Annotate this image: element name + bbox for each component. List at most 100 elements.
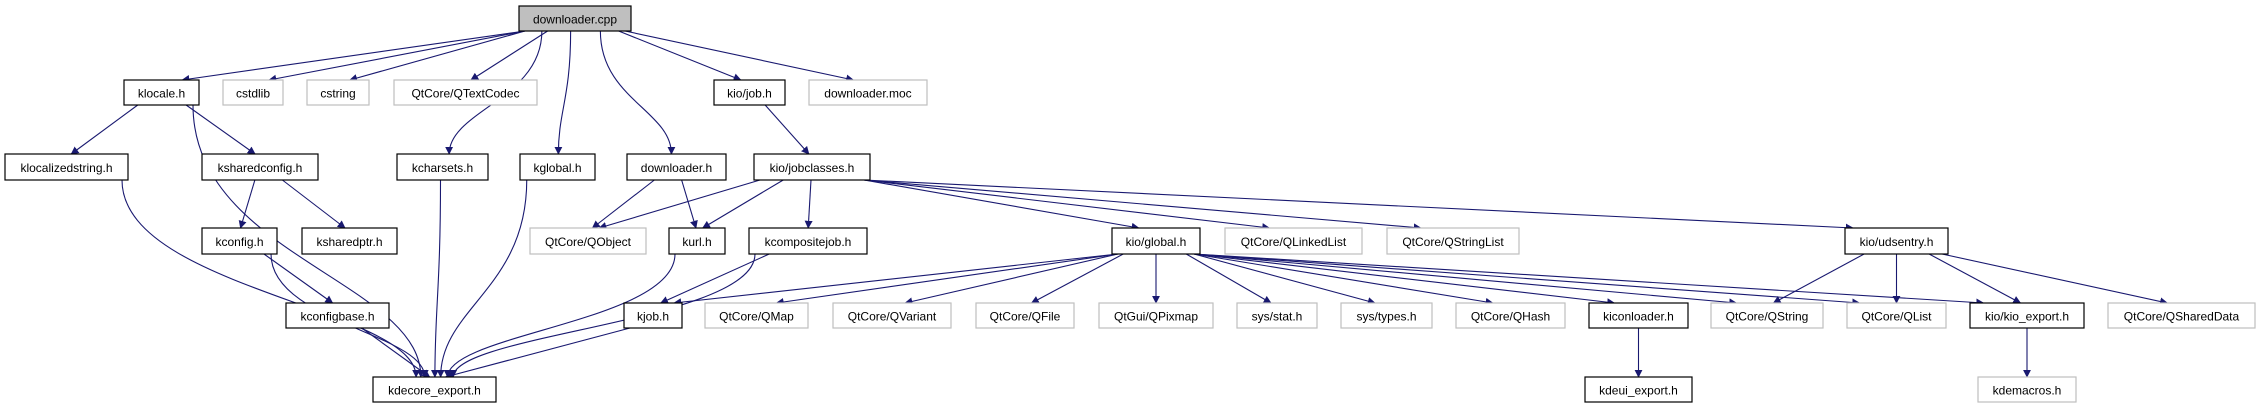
node-label: kdeui_export.h	[1599, 384, 1678, 398]
node-box	[713, 79, 786, 106]
node-kiconloader[interactable]: kiconloader.h	[1588, 302, 1689, 329]
node-box	[626, 153, 727, 181]
node-kjob[interactable]: kjob.h	[623, 302, 683, 329]
node-box	[301, 227, 398, 255]
node-box	[748, 227, 868, 255]
edge-kio_global-to-kiconloader	[1193, 253, 1616, 307]
node-box	[1111, 227, 1201, 255]
edge-downloader_cpp-to-qtextcodec	[470, 30, 548, 81]
node-label: QtGui/QPixmap	[1114, 310, 1198, 324]
node-box	[1224, 227, 1363, 255]
edge-kconfigbase-to-kdecore_export	[361, 327, 431, 378]
node-ksharedptr[interactable]: ksharedptr.h	[301, 227, 398, 255]
node-label: downloader.moc	[824, 87, 911, 101]
node-label: QtCore/QString	[1726, 310, 1809, 324]
edge-ksharedconfig-to-ksharedptr	[282, 179, 346, 229]
node-label: sys/stat.h	[1252, 310, 1303, 324]
node-label: QtCore/QLinkedList	[1241, 235, 1347, 249]
node-label: QtCore/QHash	[1471, 310, 1550, 324]
node-box	[393, 79, 538, 106]
node-kio-export[interactable]: kio/kio_export.h	[1969, 302, 2085, 329]
edge-kio_jobclasses-to-kio_udsentry	[863, 179, 1854, 232]
edge-kcompositejob-to-kdecore_export	[449, 253, 756, 378]
node-box	[1846, 302, 1947, 329]
node-label: cstring	[320, 87, 355, 101]
node-label: QtCore/QObject	[545, 235, 632, 249]
node-kdecore-export[interactable]: kdecore_export.h	[372, 376, 497, 403]
node-kdemacros: kdemacros.h	[1977, 376, 2077, 403]
node-box	[832, 302, 952, 329]
edge-downloader_cpp-to-downloader_moc	[624, 30, 855, 83]
edge-kio_udsentry-to-qstring	[1772, 253, 1865, 304]
node-box	[623, 302, 683, 329]
node-qstringlist: QtCore/QStringList	[1386, 227, 1520, 255]
node-box	[201, 227, 278, 255]
node-label: QtCore/QMap	[719, 310, 794, 324]
node-box	[704, 302, 809, 329]
node-label: kjob.h	[637, 310, 669, 324]
edge-kjob-to-kdecore_export	[444, 327, 631, 380]
edge-ksharedconfig-to-kconfig	[238, 179, 256, 229]
node-kdeui-export[interactable]: kdeui_export.h	[1584, 376, 1693, 403]
node-klocalizedstring[interactable]: klocalizedstring.h	[4, 153, 129, 181]
edge-kio_global-to-sys_types	[1193, 253, 1376, 305]
edge-kio_job-to-kio_jobclasses	[764, 104, 810, 155]
node-sys-stat: sys/stat.h	[1236, 302, 1318, 329]
node-box	[285, 302, 390, 329]
edge-kio_global-to-qstring	[1193, 253, 1738, 307]
node-kcharsets[interactable]: kcharsets.h	[396, 153, 489, 181]
node-downloader-h[interactable]: downloader.h	[626, 153, 727, 181]
edge-kio_global-to-qmap	[775, 253, 1119, 306]
node-box	[753, 153, 871, 181]
node-label: kdemacros.h	[1993, 384, 2062, 398]
node-downloader-cpp: downloader.cpp	[518, 5, 632, 32]
edge-kio_global-to-qvariant	[904, 253, 1119, 306]
edge-kglobal-to-kdecore_export	[436, 179, 528, 378]
node-kio-udsentry[interactable]: kio/udsentry.h	[1844, 227, 1949, 255]
node-label: downloader.h	[641, 161, 712, 175]
edge-kio_udsentry-to-qshareddata	[1941, 253, 2169, 306]
node-label: ksharedconfig.h	[218, 161, 303, 175]
edge-kio_global-to-sys_stat	[1185, 253, 1272, 304]
node-label: kiconloader.h	[1603, 310, 1674, 324]
node-box	[1588, 302, 1689, 329]
node-kurl[interactable]: kurl.h	[668, 227, 726, 255]
edge-kio_global-to-qfile	[1030, 253, 1124, 304]
node-label: kio/global.h	[1126, 235, 1187, 249]
node-kio-jobclasses[interactable]: kio/jobclasses.h	[753, 153, 871, 181]
node-kio-job[interactable]: kio/job.h	[713, 79, 786, 106]
node-box	[4, 153, 129, 181]
node-ksharedconfig[interactable]: ksharedconfig.h	[201, 153, 319, 181]
node-downloader-moc: downloader.moc	[808, 79, 928, 106]
edge-kio_jobclasses-to-qlinkedlist	[863, 179, 1271, 232]
edge-downloader_cpp-to-downloader_h	[599, 30, 676, 155]
node-box	[808, 79, 928, 106]
node-label: QtCore/QVariant	[848, 310, 937, 324]
node-label: kio/jobclasses.h	[770, 161, 855, 175]
node-kio-global[interactable]: kio/global.h	[1111, 227, 1201, 255]
node-cstring: cstring	[306, 79, 370, 106]
node-kcompositejob[interactable]: kcompositejob.h	[748, 227, 868, 255]
node-box	[975, 302, 1075, 329]
node-cstdlib: cstdlib	[222, 79, 284, 106]
node-box	[518, 5, 632, 32]
node-kconfig[interactable]: kconfig.h	[201, 227, 278, 255]
edge-kio_jobclasses-to-kio_global	[863, 179, 1140, 231]
node-kglobal[interactable]: kglobal.h	[519, 153, 596, 181]
node-kconfigbase[interactable]: kconfigbase.h	[285, 302, 390, 329]
edge-downloader_cpp-to-cstdlib	[268, 30, 526, 83]
node-qtextcodec: QtCore/QTextCodec	[393, 79, 538, 106]
edge-downloader_cpp-to-kio_job	[618, 30, 742, 82]
edge-kcharsets-to-kdecore_export	[430, 179, 442, 378]
node-qpixmap: QtGui/QPixmap	[1098, 302, 1214, 329]
node-label: kglobal.h	[533, 161, 581, 175]
node-qmap: QtCore/QMap	[704, 302, 809, 329]
node-label: cstdlib	[236, 87, 270, 101]
node-label: QtCore/QFile	[990, 310, 1061, 324]
node-box	[222, 79, 284, 106]
node-box	[529, 227, 647, 255]
node-label: sys/types.h	[1356, 310, 1416, 324]
node-klocale[interactable]: klocale.h	[123, 79, 200, 106]
edge-kconfig-to-kconfigbase	[263, 253, 334, 304]
edge-klocale-to-klocalizedstring	[70, 104, 139, 155]
